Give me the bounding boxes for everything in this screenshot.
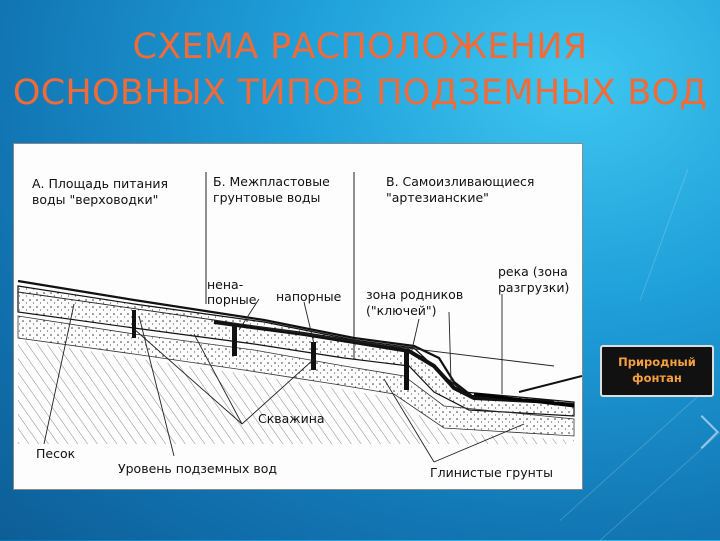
groundwater-level-label: Уровень подземных вод [118,461,277,476]
springs-zone-label: зона родников ("ключей") [366,287,467,318]
non-pressure-label: нена- порные [207,277,257,307]
groundwater-diagram: А. Площадь питания воды "верховодки" Б. … [13,143,583,490]
well [232,326,237,356]
ground-surface [17,279,575,406]
callout-line-2: фонтан [632,371,682,385]
well [132,310,136,338]
pointer-line [193,333,243,425]
pointer-line [133,328,243,425]
title-line-2: ОСНОВНЫХ ТИПОВ ПОДЗЕМНЫХ ВОД [12,73,708,113]
pointer-line [241,358,315,425]
clay-soils-label: Глинистые грунты [430,465,553,480]
pointer-line [433,423,525,463]
pointer-line [43,303,75,445]
well [404,350,409,390]
pointer-line [238,298,260,331]
pointer-line [383,378,435,463]
next-chevron-icon [685,415,719,449]
river-surface [473,392,575,408]
pointer-line [303,301,315,345]
section-c-label: В. Самоизливающиеся "артезианские" [386,174,538,205]
pointer-line [138,315,175,457]
decor-line [639,168,689,301]
pressure-label: напорные [276,289,342,304]
clay-layer [18,340,574,444]
groundwater-level-line [17,291,555,367]
section-a-label: А. Площадь питания воды "верховодки" [32,176,172,207]
callout-line-1: Природный [618,355,696,369]
slide-title: СХЕМА РАСПОЛОЖЕНИЯ ОСНОВНЫХ ТИПОВ ПОДЗЕМ… [0,24,720,116]
well [311,342,316,370]
pointer-line [410,318,420,355]
title-line-1: СХЕМА РАСПОЛОЖЕНИЯ [132,27,588,67]
diagram-svg: А. Площадь питания воды "верховодки" Б. … [17,172,582,480]
well-label: Скважина [258,411,325,426]
natural-fountain-callout: Природный фонтан [600,345,714,397]
river-label: река (зона разгрузки) [498,264,572,295]
pointer-line [448,311,452,383]
sand-layer [17,285,575,417]
sand-label: Песок [36,446,76,461]
callout-pointer [518,375,582,393]
aquifer-layer [17,315,575,437]
section-b-label: Б. Межпластовые грунтовые воды [213,174,334,205]
